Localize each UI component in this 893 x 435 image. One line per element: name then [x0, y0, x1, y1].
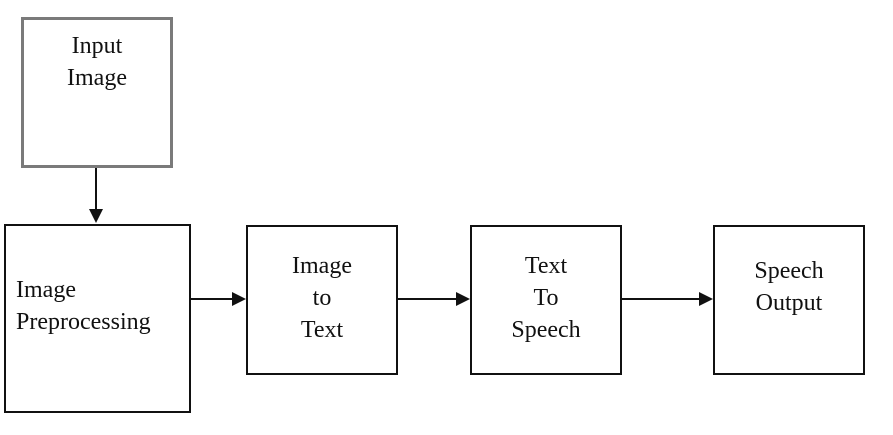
- node-label-line: Output: [755, 290, 823, 316]
- arrowhead-right-icon: [232, 292, 246, 306]
- node-label-line: Speech: [511, 317, 581, 343]
- node-input-image: Input Image: [21, 17, 173, 168]
- node-image-preprocessing: Image Preprocessing: [4, 224, 191, 413]
- arrowhead-right-icon: [456, 292, 470, 306]
- node-label-line: Input: [71, 33, 123, 59]
- node-label-line: Text: [300, 317, 344, 343]
- node-label-line: Text: [524, 253, 568, 279]
- node-speech-output: Speech Output: [713, 225, 865, 375]
- node-image-to-text: Image to Text: [246, 225, 398, 375]
- node-label-line: To: [533, 285, 559, 311]
- node-label-line: Preprocessing: [16, 308, 151, 335]
- edge-input-to-preprocessing: [89, 168, 103, 223]
- node-label-line: to: [312, 285, 332, 311]
- node-label-line: Speech: [754, 258, 824, 284]
- arrowhead-down-icon: [89, 209, 103, 223]
- node-text-to-speech: Text To Speech: [470, 225, 622, 375]
- edge-text-to-speech-to-speech-output: [622, 292, 713, 306]
- node-label-line: Image: [67, 65, 127, 91]
- edge-preprocessing-to-image-to-text: [191, 292, 246, 306]
- arrowhead-right-icon: [699, 292, 713, 306]
- node-label-line: Image: [16, 276, 76, 303]
- node-label-line: Image: [292, 253, 352, 279]
- edge-image-to-text-to-text-to-speech: [398, 292, 470, 306]
